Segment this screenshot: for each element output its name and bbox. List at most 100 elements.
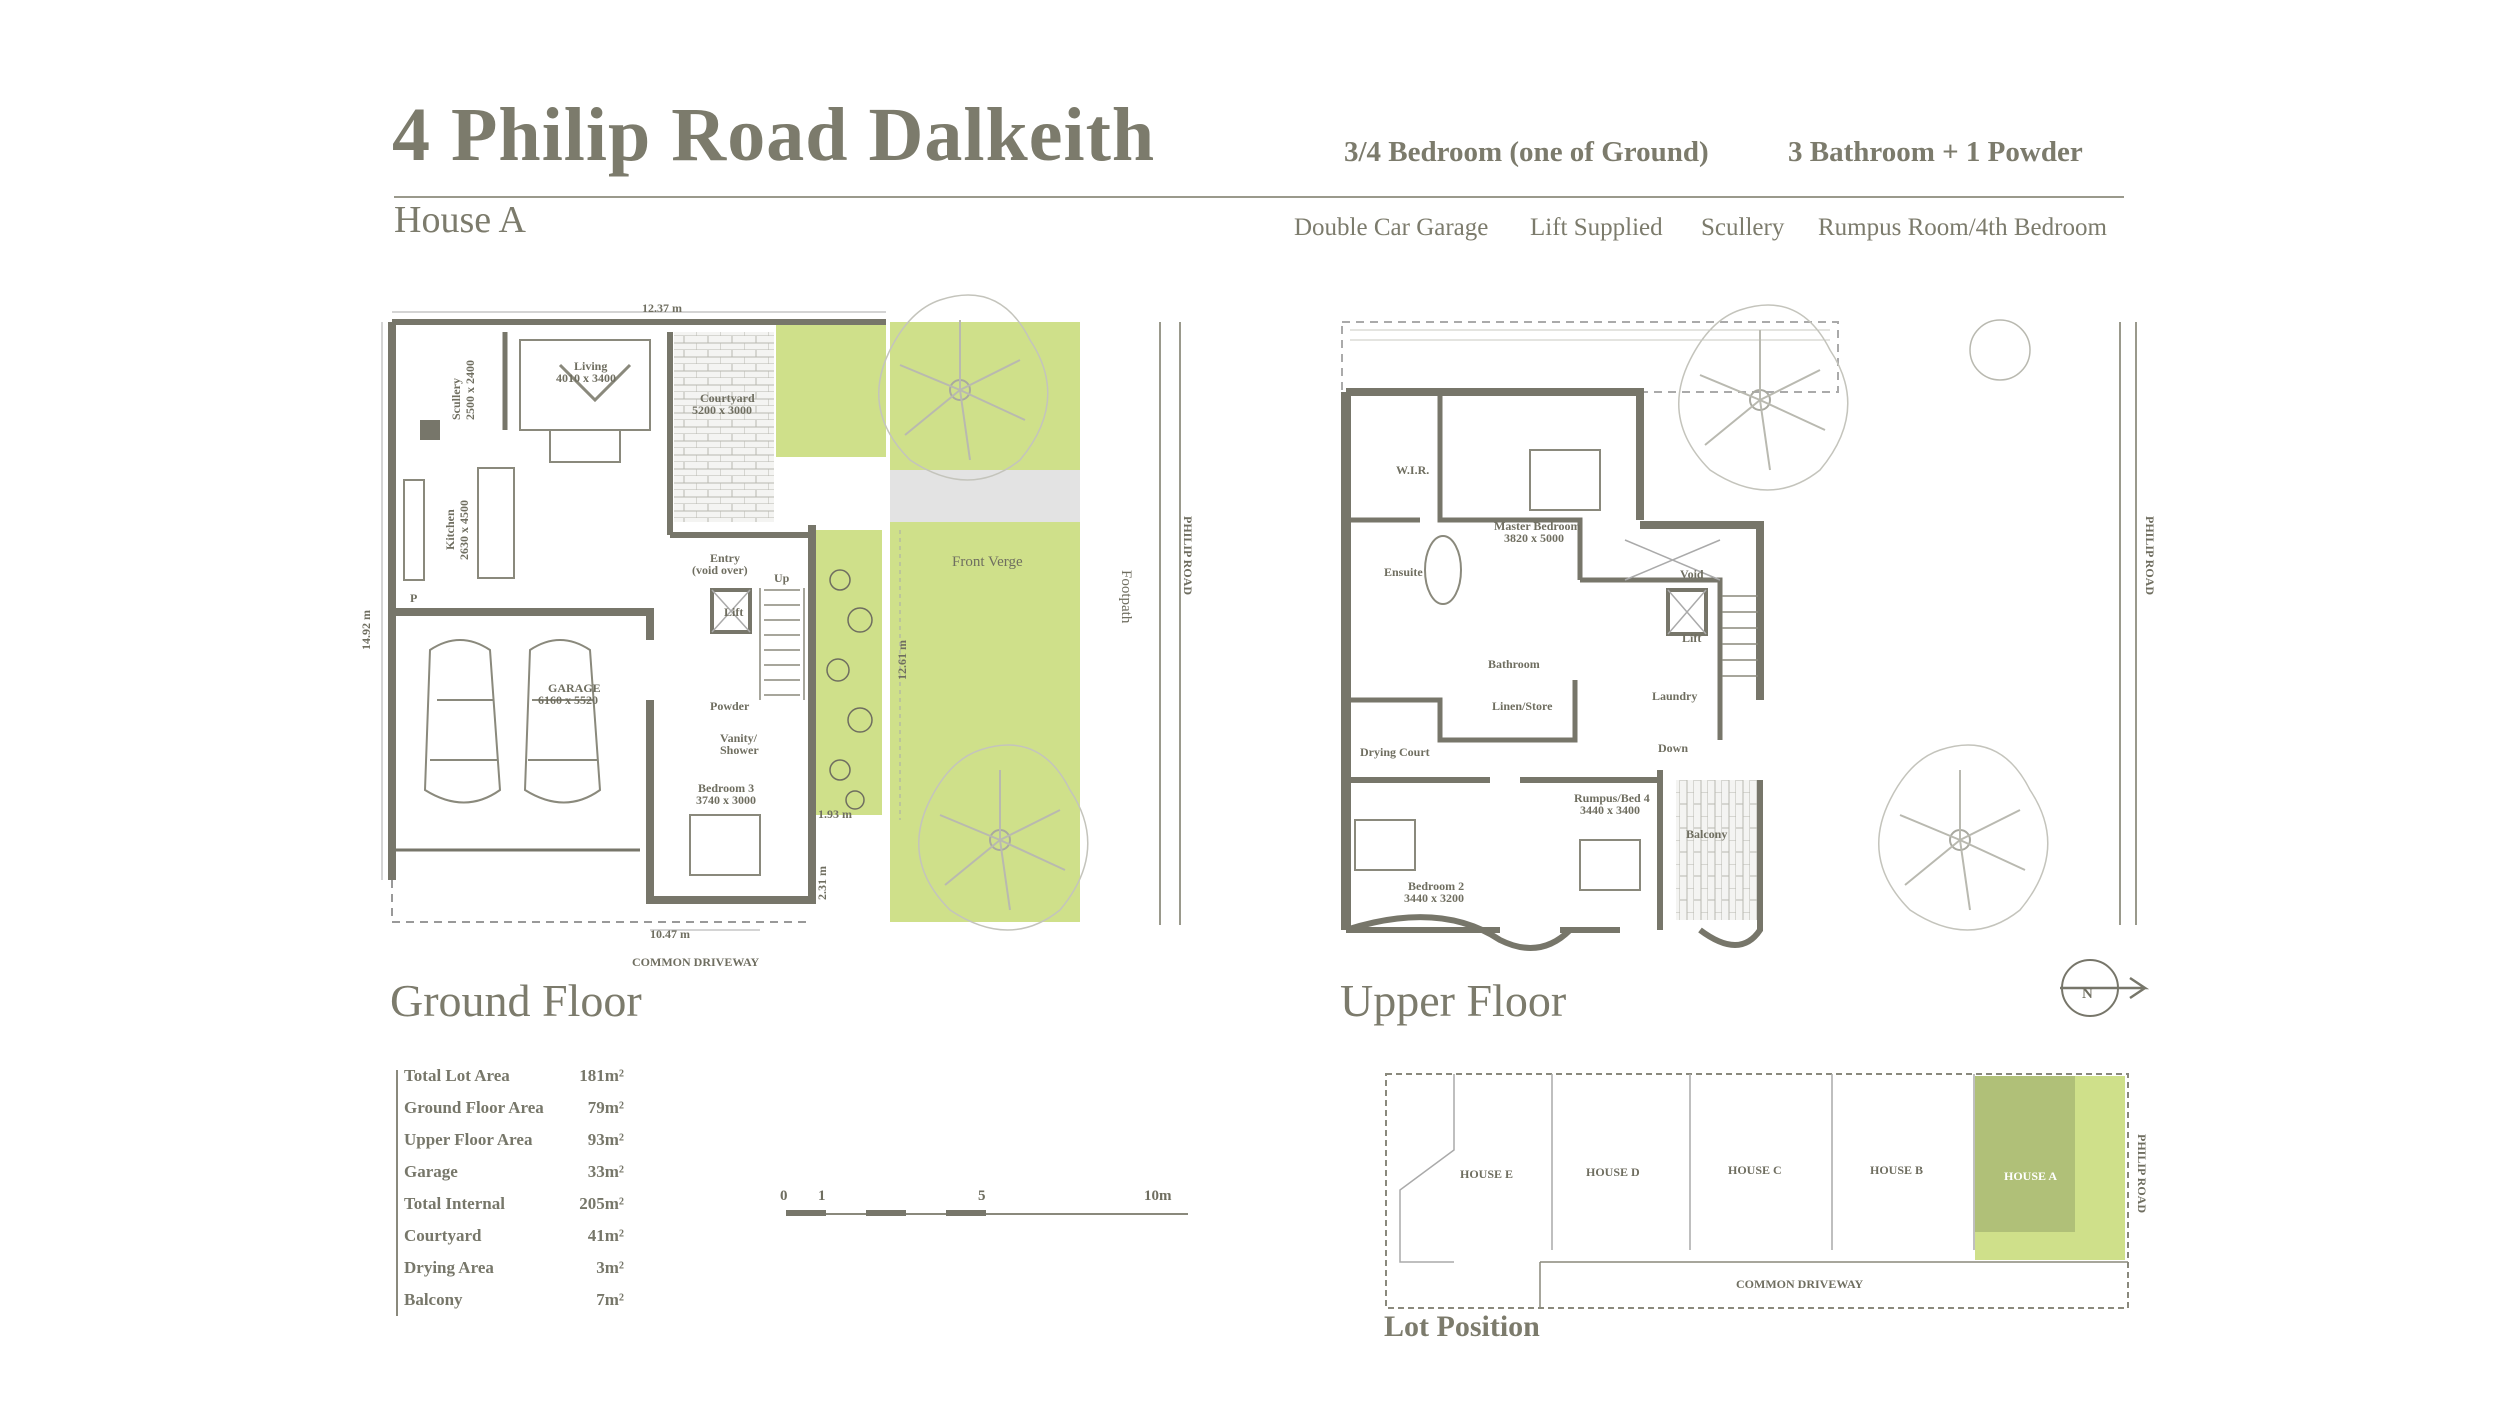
shower-label: Shower	[720, 743, 759, 757]
area-row: Upper Floor Area 93m²	[404, 1130, 624, 1162]
garage-label: GARAGE	[548, 681, 601, 695]
scale-tick-1: 1	[818, 1188, 826, 1204]
dim-right-label: 12.61 m	[895, 640, 909, 680]
courtyard-label: Courtyard	[700, 391, 755, 405]
lot-house-d: HOUSE D	[1586, 1165, 1640, 1179]
lot-house-e: HOUSE E	[1460, 1167, 1513, 1181]
bedroom3-size: 3740 x 3000	[696, 793, 756, 807]
area-row: Ground Floor Area 79m²	[404, 1098, 624, 1130]
front-verge-area	[890, 322, 1080, 922]
area-row: Total Lot Area 181m²	[404, 1066, 624, 1098]
lot-house-b: HOUSE B	[1870, 1163, 1923, 1177]
upper-road-label: PHILIP ROAD	[2143, 516, 2157, 595]
scullery-label: Scullery	[449, 378, 463, 420]
area-label: Ground Floor Area	[404, 1098, 544, 1117]
front-garden	[776, 322, 886, 457]
entry-note: (void over)	[692, 563, 748, 577]
balcony-label: Balcony	[1686, 827, 1727, 841]
lot-driveway-label: COMMON DRIVEWAY	[1736, 1277, 1864, 1291]
lot-house-c: HOUSE C	[1728, 1163, 1782, 1177]
area-label: Total Internal	[404, 1194, 505, 1213]
upper-lift-label: Lift	[1682, 631, 1701, 645]
area-row: Total Internal 205m²	[404, 1194, 624, 1226]
footpath-label: Footpath	[1118, 570, 1134, 624]
powder-label: Powder	[710, 699, 750, 713]
area-value: 181m²	[579, 1066, 624, 1085]
area-label: Drying Area	[404, 1258, 494, 1277]
area-label: Balcony	[404, 1290, 463, 1309]
bedroom2-label: Bedroom 2	[1408, 879, 1464, 893]
ground-floor-plan	[381, 294, 1181, 931]
bedroom3-label: Bedroom 3	[698, 781, 754, 795]
lot-house-a: HOUSE A	[2004, 1169, 2057, 1183]
lot-position-map	[1385, 1073, 2129, 1309]
bathroom-summary: 3 Bathroom + 1 Powder	[1788, 136, 2083, 168]
side-garden	[812, 530, 882, 815]
lot-position-heading: Lot Position	[1384, 1310, 1540, 1343]
rumpus-size: 3440 x 3400	[1580, 803, 1640, 817]
entry-label: Entry	[710, 551, 740, 565]
courtyard-size: 5200 x 3000	[692, 403, 752, 417]
house-subtitle: House A	[394, 199, 526, 241]
scale-tick-0: 0	[780, 1188, 788, 1204]
ground-driveway-label: COMMON DRIVEWAY	[632, 955, 760, 969]
living-label: Living	[574, 359, 607, 373]
void-label: Void	[1680, 567, 1704, 581]
feature-lift: Lift Supplied	[1530, 214, 1663, 241]
garage-cars	[423, 639, 602, 804]
rumpus-label: Rumpus/Bed 4	[1574, 791, 1650, 805]
stairs-up-label: Up	[774, 571, 790, 585]
area-row: Balcony 7m²	[404, 1290, 624, 1322]
ensuite-label: Ensuite	[1384, 565, 1423, 579]
dim-left-label: 14.92 m	[359, 610, 373, 650]
feature-rumpus: Rumpus Room/4th Bedroom	[1818, 214, 2107, 241]
upper-floor-heading: Upper Floor	[1340, 975, 1567, 1026]
north-label: N	[2082, 986, 2093, 1002]
laundry-label: Laundry	[1652, 689, 1697, 703]
drying-label: Drying Court	[1360, 745, 1430, 759]
bedroom-summary: 3/4 Bedroom (one of Ground)	[1344, 136, 1709, 168]
scale-tick-10: 10m	[1144, 1188, 1172, 1204]
living-size: 4010 x 3400	[556, 371, 616, 385]
area-schedule: Total Lot Area 181m² Ground Floor Area 79m…	[396, 1066, 624, 1322]
area-schedule-rule	[396, 1070, 398, 1316]
dim-top-label: 12.37 m	[642, 301, 682, 315]
scale-bar	[786, 1210, 1188, 1216]
courtyard-paving	[674, 332, 774, 522]
feature-scullery: Scullery	[1701, 214, 1785, 241]
wir-label: W.I.R.	[1396, 463, 1429, 477]
kitchen-size: 2630 x 4500	[457, 500, 471, 560]
area-value: 79m²	[587, 1098, 624, 1117]
lift-label: Lift	[724, 605, 743, 619]
ground-floor-heading: Ground Floor	[390, 975, 642, 1026]
area-value: 205m²	[579, 1194, 624, 1213]
page-title: 4 Philip Road Dalkeith	[392, 93, 1156, 177]
upper-floor-plan	[1341, 304, 2150, 1017]
dim-bottom-label: 10.47 m	[650, 927, 690, 941]
bathroom-label: Bathroom	[1488, 657, 1540, 671]
area-value: 93m²	[587, 1130, 624, 1149]
scale-tick-5: 5	[978, 1188, 986, 1204]
master-size: 3820 x 5000	[1504, 531, 1564, 545]
area-label: Garage	[404, 1162, 458, 1181]
ground-road-label: PHILIP ROAD	[1181, 516, 1195, 595]
area-label: Upper Floor Area	[404, 1130, 533, 1149]
front-verge-label: Front Verge	[952, 554, 1023, 570]
area-label: Total Lot Area	[404, 1066, 510, 1085]
linen-label: Linen/Store	[1492, 699, 1553, 713]
garage-size: 6160 x 5520	[538, 693, 598, 707]
vanity-label: Vanity/	[720, 731, 758, 745]
bedroom2-size: 3440 x 3200	[1404, 891, 1464, 905]
area-label: Courtyard	[404, 1226, 482, 1245]
pantry-label: P	[410, 591, 417, 605]
scullery-size: 2500 x 2400	[463, 360, 477, 420]
dim-side2-label: 2.31 m	[815, 866, 829, 900]
lot-road-label: PHILIP ROAD	[2135, 1134, 2149, 1213]
balcony-paving	[1676, 780, 1758, 920]
down-label: Down	[1658, 741, 1688, 755]
area-value: 7m²	[596, 1290, 624, 1309]
kitchen-label: Kitchen	[443, 509, 457, 550]
